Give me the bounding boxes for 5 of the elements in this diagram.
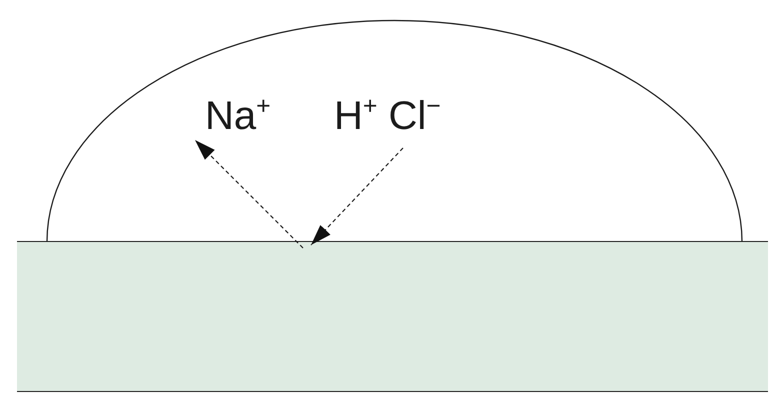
ion-label: H$^{+}$ Cl$^{−}$ bbox=[334, 92, 454, 140]
dashed-arrow bbox=[310, 148, 404, 246]
substrate-slab bbox=[17, 241, 768, 392]
dashed-arrow bbox=[194, 140, 304, 248]
ion-label: Na$^{+}$ bbox=[205, 92, 283, 140]
